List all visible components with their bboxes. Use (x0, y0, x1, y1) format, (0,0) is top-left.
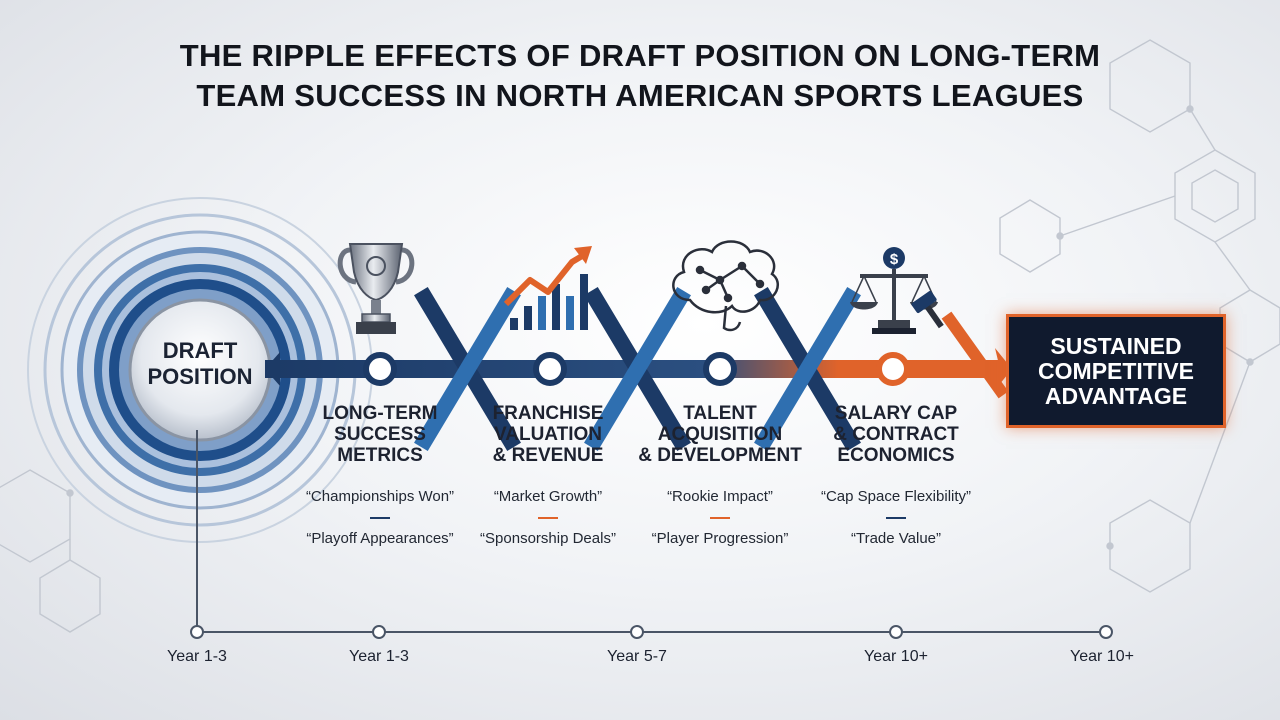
metric-divider (710, 517, 730, 519)
brain-icon (672, 240, 779, 332)
stage-title: TALENT ACQUISITION & DEVELOPMENT (638, 403, 802, 466)
timeline-label: Year 10+ (864, 648, 928, 665)
stage-metric: “Championships Won” (305, 488, 455, 505)
hexagon-network-decor (0, 39, 1280, 633)
stage-nodes (363, 352, 910, 386)
timeline-label: Year 1-3 (349, 648, 409, 665)
metric-divider (370, 517, 390, 519)
chevron-connectors (414, 287, 1009, 451)
svg-text:$: $ (890, 251, 899, 268)
stage-metric: “Cap Space Flexibility” (820, 488, 972, 505)
title-line-2: TEAM SUCCESS IN NORTH AMERICAN SPORTS LE… (196, 78, 1084, 113)
timeline (190, 430, 1113, 639)
stage-title: SALARY CAP & CONTRACT ECONOMICS (833, 403, 959, 466)
timeline-label: Year 10+ (1070, 648, 1134, 665)
stage-franchise-valuation: FRANCHISE VALUATION & REVENUE “Market Gr… (448, 403, 648, 548)
stage-title: LONG-TERM SUCCESS METRICS (322, 403, 438, 466)
timeline-dot-5 (1099, 625, 1113, 639)
metric-divider (538, 517, 558, 519)
page-title: THE RIPPLE EFFECTS OF DRAFT POSITION ON … (0, 36, 1280, 116)
timeline-dot-2 (372, 625, 386, 639)
stage-node-3 (703, 352, 737, 386)
trophy-icon (337, 243, 415, 334)
outcome-box: SUSTAINED COMPETITIVE ADVANTAGE (1006, 314, 1226, 428)
stage-metric: “Playoff Appearances” (306, 530, 454, 547)
outcome-label: SUSTAINED COMPETITIVE ADVANTAGE (1038, 332, 1194, 409)
hub-label: DRAFT POSITION (147, 338, 253, 389)
stage-node-1 (363, 352, 397, 386)
stage-salary-cap: SALARY CAP & CONTRACT ECONOMICS “Cap Spa… (796, 403, 996, 548)
title-line-1: THE RIPPLE EFFECTS OF DRAFT POSITION ON … (179, 38, 1101, 73)
scales-gavel-icon: $ (850, 247, 944, 334)
stage-node-2 (533, 352, 567, 386)
stage-metric: “Player Progression” (651, 530, 789, 547)
ripple-rings (27, 197, 373, 543)
stage-metric: “Market Growth” (493, 488, 603, 505)
stage-metric: “Trade Value” (850, 530, 942, 547)
stage-metric: “Sponsorship Deals” (480, 530, 616, 547)
stage-metric: “Rookie Impact” (667, 488, 773, 505)
stage-title: FRANCHISE VALUATION & REVENUE (492, 403, 604, 466)
stage-talent-acquisition: TALENT ACQUISITION & DEVELOPMENT “Rookie… (620, 403, 820, 548)
timeline-dot-4 (889, 625, 903, 639)
stage-success-metrics: LONG-TERM SUCCESS METRICS “Championships… (280, 403, 480, 548)
timeline-dot-1 (190, 625, 204, 639)
growth-chart-icon (503, 246, 592, 330)
timeline-label: Year 5-7 (607, 648, 667, 665)
metric-divider (886, 517, 906, 519)
stage-node-4 (876, 352, 910, 386)
timeline-label: Year 1-3 (167, 648, 227, 665)
timeline-dot-3 (630, 625, 644, 639)
